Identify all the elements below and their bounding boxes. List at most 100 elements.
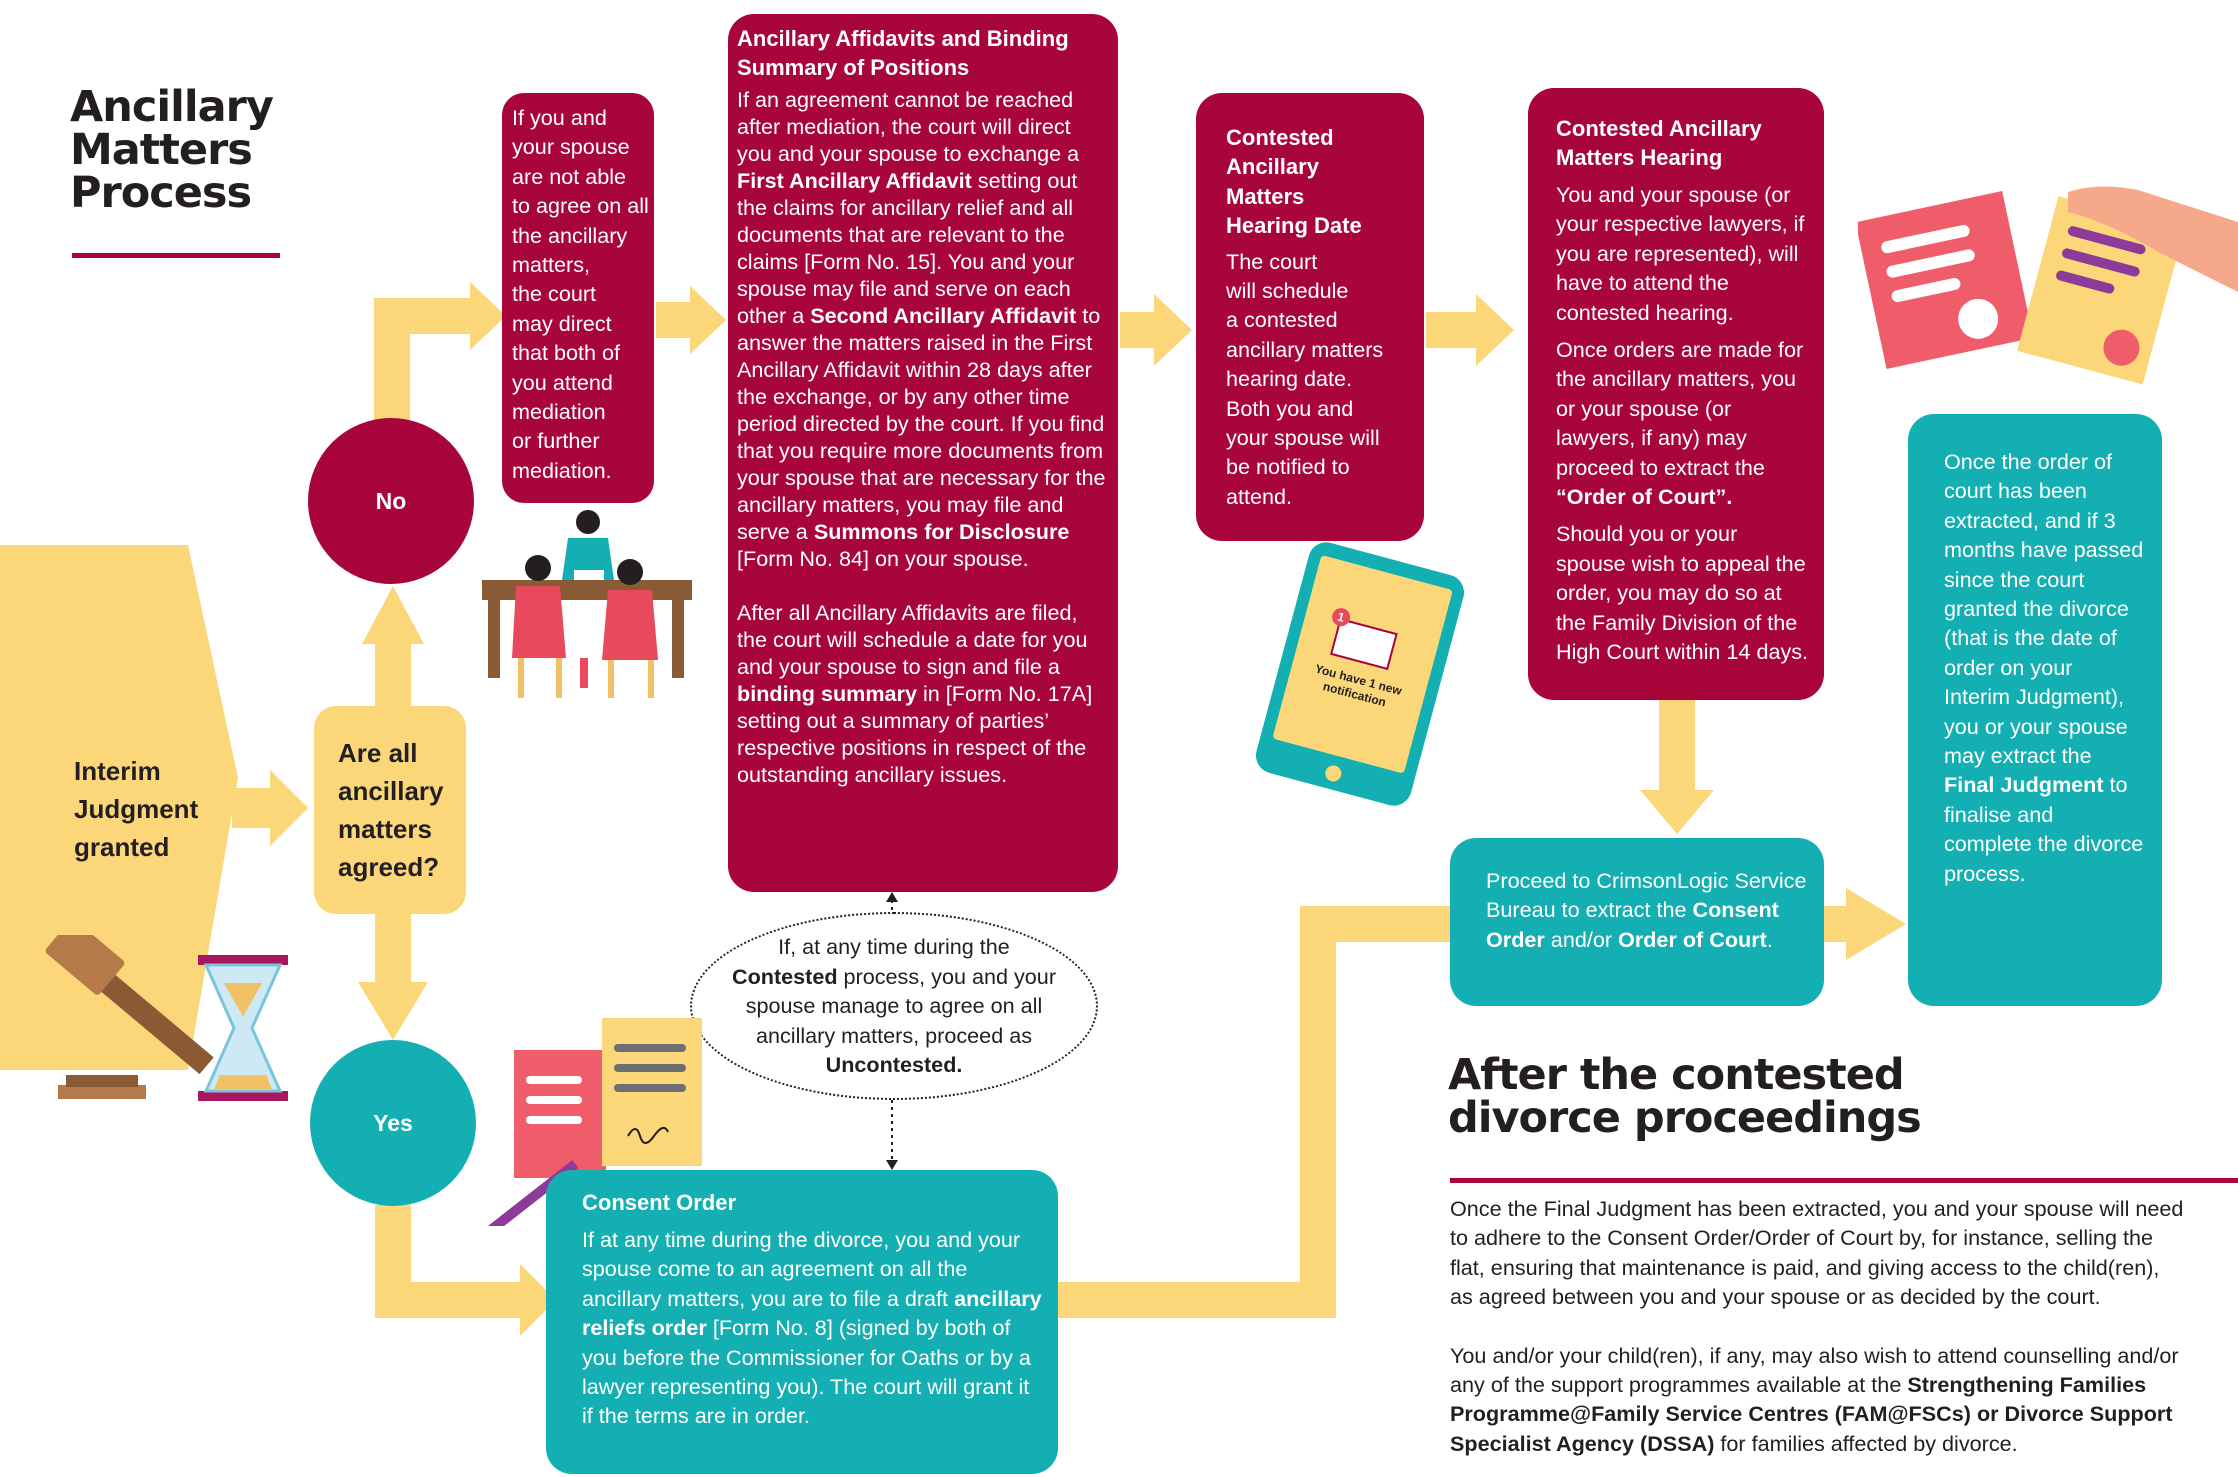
- final-judgment-box: Once the order of court has been extract…: [1908, 414, 2162, 1006]
- text-line: a contested: [1226, 307, 1338, 333]
- question-line: agreed?: [338, 852, 440, 882]
- bold-text: Second Ancillary Affidavit: [810, 303, 1077, 328]
- text: for families affected by divorce.: [1714, 1430, 2018, 1456]
- bold-text: binding summary: [737, 681, 917, 706]
- text: to finalise and complete the divorce pro…: [1944, 772, 2144, 886]
- signed-documents-illustration: [477, 1018, 702, 1226]
- text-line: the ancillary: [512, 222, 628, 248]
- bold-text: First Ancillary Affidavit: [737, 168, 972, 193]
- final-judgment-text: Once the order of court has been extract…: [1944, 447, 2144, 888]
- hourglass-icon: [198, 955, 288, 1101]
- question-line: Are all: [338, 738, 418, 768]
- title-line: Contested: [1226, 125, 1334, 150]
- title-line: divorce proceedings: [1448, 1093, 1922, 1143]
- text: in [Form No. 17A] setting out a summary …: [737, 681, 1093, 787]
- text-line: to agree on all: [512, 193, 649, 219]
- text: If an agreement cannot be reached after …: [737, 87, 1080, 166]
- bold-text: ancillary reliefs order: [582, 1285, 1042, 1341]
- bold-text: Uncontested.: [825, 1052, 963, 1078]
- consent-order-title: Consent Order: [582, 1190, 737, 1215]
- title-underline: [72, 253, 280, 258]
- title-line: Matters Hearing: [1556, 145, 1723, 170]
- text-line: may direct: [512, 310, 612, 336]
- text-line: you attend: [512, 369, 613, 395]
- uncontested-note-text: If, at any time during the Contested pro…: [724, 932, 1064, 1079]
- title-line: Ancillary: [70, 82, 274, 132]
- hearing-box: Contested Ancillary Matters Hearing You …: [1528, 88, 1824, 700]
- text-line: mediation: [512, 399, 606, 425]
- text: After all Ancillary Affidavits are filed…: [737, 600, 1088, 679]
- text: You and/or your child(ren), if any, may …: [1450, 1342, 2179, 1398]
- yes-circle: Yes: [310, 1040, 476, 1206]
- bold-text: Final Judgment: [1944, 772, 2104, 798]
- extract-order-box: Proceed to CrimsonLogic Service Bureau t…: [1450, 838, 1824, 1006]
- gavel-hourglass-illustration: [45, 935, 288, 1101]
- text: to answer the matters raised in the Firs…: [737, 303, 1106, 544]
- text: setting out the claims for ancillary rel…: [737, 168, 1078, 328]
- text: and/or: [1544, 926, 1619, 952]
- text-line: will schedule: [1226, 278, 1349, 304]
- extract-order-text: Proceed to CrimsonLogic Service Bureau t…: [1486, 866, 1810, 954]
- bold-text: Order of Court: [1618, 926, 1767, 952]
- hearing-title: Contested Ancillary Matters Hearing: [1556, 114, 1812, 172]
- title-line: Contested Ancillary: [1556, 116, 1762, 141]
- hearing-paragraph-3: Should you or your spouse wish to appeal…: [1556, 521, 1809, 665]
- hearing-date-title: Contested Ancillary Matters Hearing Date: [1226, 123, 1414, 241]
- text: .: [1766, 926, 1773, 952]
- affidavits-paragraph-1: If an agreement cannot be reached after …: [737, 86, 1108, 572]
- text: process, you and your spouse manage to a…: [745, 963, 1057, 1048]
- mediation-meeting-illustration: [482, 510, 692, 698]
- text-line: your spouse will: [1226, 425, 1380, 451]
- title-line: Hearing Date: [1226, 213, 1362, 239]
- text-line: Both you and: [1226, 395, 1354, 421]
- question-line: matters: [338, 814, 432, 844]
- label-line: granted: [74, 832, 170, 862]
- text-line: your spouse: [512, 134, 630, 160]
- title-line: Ancillary: [1226, 154, 1319, 180]
- title-line: Ancillary Affidavits and Binding: [737, 26, 1069, 51]
- after-proceedings-text: Once the Final Judgment has been extract…: [1450, 1194, 2188, 1458]
- label-line: Judgment: [74, 794, 199, 824]
- title-line: Process: [70, 168, 252, 218]
- affidavits-title: Ancillary Affidavits and Binding Summary…: [737, 24, 1108, 82]
- label-line: Interim: [74, 756, 161, 786]
- text: Proceed to CrimsonLogic Service Bureau t…: [1486, 868, 1807, 923]
- text-line: or further: [512, 428, 600, 454]
- affidavits-paragraph-2: After all Ancillary Affidavits are filed…: [737, 599, 1108, 788]
- mediation-box: If you and your spouse are not able to a…: [502, 93, 654, 503]
- no-circle: No: [308, 418, 474, 584]
- text-line: be notified to: [1226, 454, 1350, 480]
- text-line: If you and: [512, 105, 607, 130]
- hearing-date-text: The court will schedule a contested anci…: [1226, 247, 1414, 512]
- consent-order-box: Consent Order If at any time during the …: [546, 1170, 1058, 1474]
- mediation-text: If you and your spouse are not able to a…: [512, 103, 654, 485]
- hearing-date-box: Contested Ancillary Matters Hearing Date…: [1196, 93, 1424, 541]
- text-line: the court: [512, 281, 597, 307]
- text: [Form No. 8] (signed by both of you befo…: [582, 1315, 1031, 1429]
- consent-order-text: If at any time during the divorce, you a…: [582, 1225, 1042, 1431]
- bold-text: Consent Order: [1486, 897, 1779, 952]
- text-line: The court: [1226, 248, 1318, 274]
- bold-text: Strengthening Families Programme@Family …: [1450, 1372, 2173, 1456]
- text: If at any time during the divorce, you a…: [582, 1227, 1021, 1311]
- text-line: hearing date.: [1226, 366, 1353, 392]
- uncontested-note: If, at any time during the Contested pro…: [690, 912, 1098, 1100]
- text-line: that both of: [512, 340, 621, 366]
- question-line: ancillary: [338, 776, 444, 806]
- text-line: mediation.: [512, 457, 612, 483]
- text-line: ancillary matters: [1226, 336, 1384, 362]
- text: Once the order of court has been extract…: [1944, 449, 2144, 769]
- hearing-paragraph-2: Once orders are made for the ancillary m…: [1556, 335, 1812, 511]
- bold-text: “Order of Court”.: [1556, 484, 1733, 510]
- title-line: Matters: [1226, 183, 1305, 209]
- affidavits-box: Ancillary Affidavits and Binding Summary…: [728, 14, 1118, 892]
- text: Once orders are made for the ancillary m…: [1556, 337, 1804, 480]
- hearing-paragraph-1: You and your spouse (or your respective …: [1556, 182, 1805, 325]
- page-title: Ancillary Matters Process: [70, 82, 274, 218]
- interim-judgment-label: Interim Judgment granted: [74, 752, 198, 866]
- bold-text: Contested: [731, 963, 838, 989]
- text: If, at any time during the: [778, 934, 1010, 960]
- after-paragraph-1: Once the Final Judgment has been extract…: [1450, 1196, 2184, 1310]
- text-line: attend.: [1226, 483, 1293, 509]
- text: [Form No. 84] on your spouse.: [737, 546, 1029, 571]
